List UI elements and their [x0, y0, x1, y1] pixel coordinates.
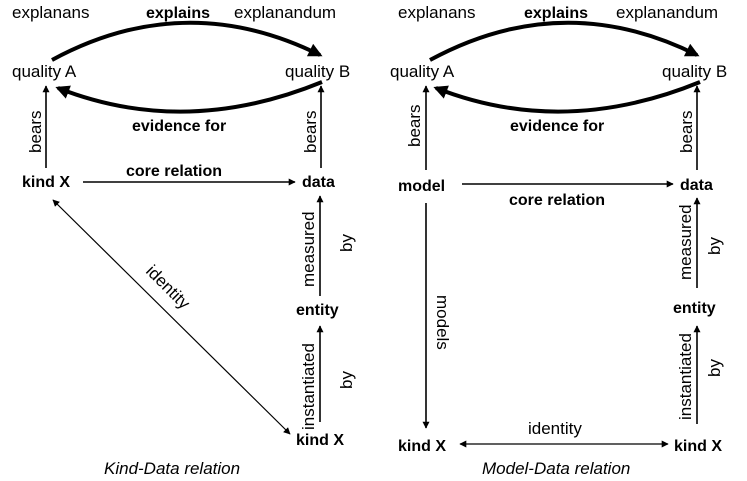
left-evidence-for: evidence for	[132, 118, 226, 135]
left-instantiated: instantiated	[299, 343, 318, 430]
left-measured: measured	[299, 211, 318, 287]
right-measured: measured	[676, 204, 695, 280]
right-identity: identity	[528, 419, 582, 438]
left-by-measured: by	[337, 234, 356, 252]
right-bears-right: bears	[677, 110, 696, 153]
left-core-relation: core relation	[126, 163, 222, 180]
right-explains-arc	[429, 20, 700, 62]
left-explains-arc	[51, 20, 323, 62]
left-explanans: explanans	[12, 3, 90, 22]
right-kind-x-right: kind X	[674, 438, 722, 455]
right-kind-x-left: kind X	[398, 438, 446, 455]
right-quality-a: quality A	[390, 62, 455, 81]
right-explanandum: explanandum	[616, 3, 718, 22]
left-identity-arrow	[52, 199, 291, 435]
left-bears-right: bears	[301, 110, 320, 153]
right-by-instantiated: by	[705, 359, 724, 377]
right-by-measured: by	[705, 237, 724, 255]
right-entity: entity	[673, 300, 716, 317]
left-kind-x-bottom: kind X	[296, 432, 344, 449]
left-panel: explanans explains explanandum quality A…	[12, 3, 356, 478]
left-entity: entity	[296, 302, 339, 319]
left-kind-x-top: kind X	[22, 174, 70, 191]
right-explains: explains	[524, 5, 588, 22]
right-bears-left: bears	[405, 104, 424, 147]
right-core-relation: core relation	[509, 192, 605, 209]
left-bears-left: bears	[26, 110, 45, 153]
right-model: model	[398, 178, 445, 195]
left-quality-b: quality B	[285, 62, 350, 81]
left-caption: Kind-Data relation	[104, 459, 240, 478]
right-evidence-for: evidence for	[510, 118, 604, 135]
left-explanandum: explanandum	[234, 3, 336, 22]
right-evidence-arc	[433, 80, 701, 114]
left-identity: identity	[142, 261, 194, 313]
right-instantiated: instantiated	[676, 333, 695, 420]
right-explanans: explanans	[398, 3, 476, 22]
right-models: models	[433, 295, 452, 350]
left-evidence-arc	[55, 80, 323, 114]
left-explains: explains	[146, 5, 210, 22]
left-data: data	[302, 174, 335, 191]
right-caption: Model-Data relation	[482, 459, 630, 478]
right-panel: explanans explains explanandum quality A…	[390, 3, 727, 478]
right-data: data	[680, 177, 713, 194]
right-quality-b: quality B	[662, 62, 727, 81]
left-quality-a: quality A	[12, 62, 77, 81]
left-by-instantiated: by	[337, 371, 356, 389]
